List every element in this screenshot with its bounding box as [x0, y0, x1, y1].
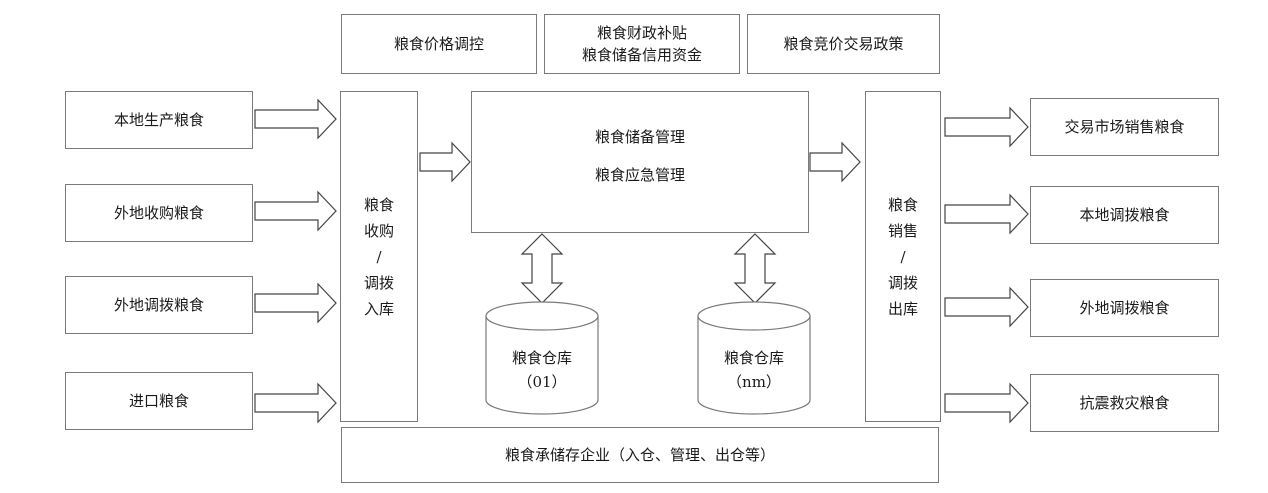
arrow-source-4: [254, 382, 337, 424]
dest-label: 本地调拨粮食: [1079, 206, 1170, 224]
reserve-management-label: 粮食储备管理: [594, 128, 685, 146]
source-import: 进口粮食: [65, 372, 253, 430]
warehouse-cylinder-2: [697, 301, 811, 415]
dest-market-sale: 交易市场销售粮食: [1030, 98, 1219, 156]
policy-subsidy-label: 粮食财政补贴: [596, 24, 687, 42]
arrow-source-3: [254, 282, 337, 324]
source-local-production: 本地生产粮食: [65, 91, 253, 149]
policy-price-control-label: 粮食价格调控: [393, 35, 484, 53]
dest-label: 抗震救灾粮食: [1079, 394, 1170, 412]
outbound-line: 粮食: [887, 195, 918, 214]
policy-credit-label: 粮食储备信用资金: [581, 46, 702, 64]
warehouse-code: （01）: [517, 373, 567, 391]
source-label: 本地生产粮食: [113, 111, 204, 129]
arrow-inbound-center: [419, 141, 471, 183]
arrow-dest-3: [944, 286, 1029, 328]
warehouse-name: 粮食仓库: [511, 349, 572, 367]
outbound-line: 调拨: [887, 273, 918, 292]
arrow-dest-4: [944, 382, 1029, 424]
policy-bidding-label: 粮食竞价交易政策: [783, 35, 904, 53]
arrow-source-1: [254, 98, 337, 140]
double-arrow-warehouse-1: [520, 233, 564, 304]
policy-price-control: 粮食价格调控: [341, 14, 537, 74]
inbound-line: /: [376, 247, 382, 266]
storage-enterprise-label: 粮食承储存企业（入仓、管理、出仓等）: [504, 446, 775, 464]
reserve-management-box: 粮食储备管理 粮食应急管理: [471, 91, 809, 233]
policy-bidding: 粮食竞价交易政策: [747, 14, 940, 74]
arrow-dest-2: [944, 193, 1029, 235]
source-label: 外地收购粮食: [113, 204, 204, 222]
source-remote-purchase: 外地收购粮食: [65, 184, 253, 242]
outbound-line: /: [900, 247, 906, 266]
warehouse-cylinder-1: [485, 301, 599, 415]
outbound-text: 粮食 销售 / 调拨 出库: [888, 192, 918, 322]
warehouse-name: 粮食仓库: [723, 349, 784, 367]
warehouse-label-1: 粮食仓库 （01）: [486, 346, 598, 394]
inbound-line: 收购: [363, 221, 394, 240]
dest-disaster-relief: 抗震救灾粮食: [1030, 374, 1219, 432]
source-label: 外地调拨粮食: [113, 296, 204, 314]
inbound-line: 粮食: [363, 195, 394, 214]
dest-local-transfer: 本地调拨粮食: [1030, 186, 1219, 244]
source-remote-transfer: 外地调拨粮食: [65, 276, 253, 334]
arrow-center-outbound: [809, 141, 861, 183]
outbound-column: 粮食 销售 / 调拨 出库: [865, 91, 941, 422]
double-arrow-warehouse-2: [733, 233, 777, 304]
inbound-line: 入库: [363, 299, 394, 318]
arrow-dest-1: [944, 106, 1029, 148]
source-label: 进口粮食: [128, 392, 189, 410]
dest-label: 交易市场销售粮食: [1064, 118, 1185, 136]
inbound-text: 粮食 收购 / 调拨 入库: [364, 192, 394, 322]
policy-subsidy-credit: 粮食财政补贴 粮食储备信用资金: [544, 14, 740, 74]
outbound-line: 出库: [887, 299, 918, 318]
arrow-source-2: [254, 190, 337, 232]
dest-label: 外地调拨粮食: [1079, 299, 1170, 317]
emergency-management-label: 粮食应急管理: [594, 166, 685, 184]
inbound-column: 粮食 收购 / 调拨 入库: [340, 91, 418, 422]
inbound-line: 调拨: [363, 273, 394, 292]
warehouse-label-2: 粮食仓库 （nm）: [698, 346, 810, 394]
warehouse-code: （nm）: [727, 373, 781, 391]
dest-remote-transfer: 外地调拨粮食: [1030, 279, 1219, 337]
outbound-line: 销售: [887, 221, 918, 240]
storage-enterprise-bar: 粮食承储存企业（入仓、管理、出仓等）: [341, 427, 939, 483]
